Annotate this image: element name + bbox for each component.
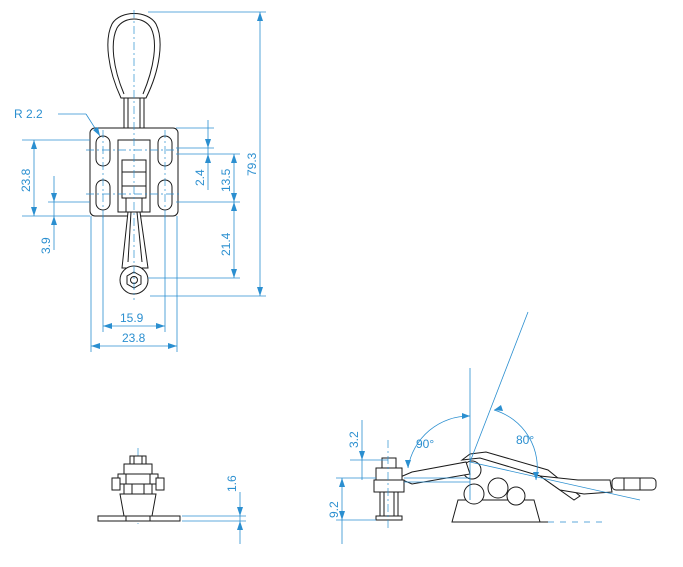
angle-open-label: 90° — [416, 437, 434, 451]
side-view: 3.2 9.2 90° 80° — [327, 311, 657, 544]
dim-2-4: 2.4 — [193, 169, 207, 186]
dim-3-9: 3.9 — [39, 237, 53, 254]
dim-23-8-vertical: 23.8 — [19, 168, 33, 192]
radius-label: R 2.2 — [14, 107, 43, 121]
dim-79-3: 79.3 — [245, 152, 259, 176]
dim-1-6: 1.6 — [225, 475, 239, 492]
dim-3-2: 3.2 — [347, 431, 361, 448]
clamp-arm-side — [396, 461, 471, 485]
dim-15-9: 15.9 — [120, 311, 144, 325]
front-view: 1.6 — [97, 448, 246, 544]
handle-grip — [107, 13, 161, 99]
dim-13-5: 13.5 — [219, 168, 233, 192]
clamp-arm — [121, 211, 149, 269]
front-base — [97, 515, 181, 522]
top-view: R 2.2 23.8 3.9 15.9 23.8 2.4 13.5 21.4 7… — [14, 10, 266, 352]
dim-21-4: 21.4 — [219, 232, 233, 256]
angle-handle-label: 80° — [516, 433, 534, 447]
dim-23-8-horizontal: 23.8 — [122, 331, 146, 345]
dim-9-2: 9.2 — [327, 501, 341, 518]
